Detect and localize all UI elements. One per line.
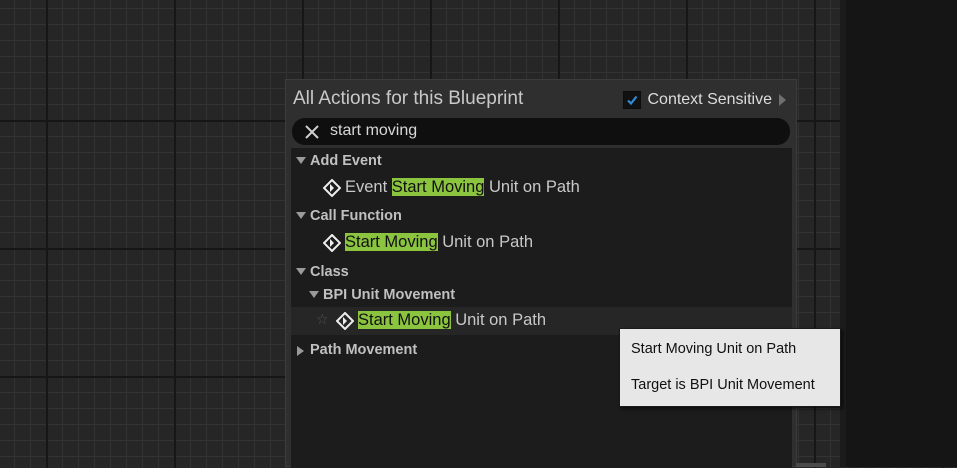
function-icon [323, 234, 341, 252]
chevron-down-icon[interactable] [296, 268, 306, 275]
function-icon [323, 179, 341, 197]
list-item-label: Event Start Moving Unit on Path [345, 178, 580, 197]
action-menu: All Actions for this Blueprint Context S… [285, 79, 797, 468]
function-icon [336, 312, 354, 330]
action-menu-header: All Actions for this Blueprint Context S… [286, 80, 796, 118]
list-item-label: Start Moving Unit on Path [345, 233, 533, 252]
category-class[interactable]: Class [291, 259, 792, 287]
action-list: Add Event Event Start Moving Unit on Pat… [291, 148, 792, 468]
search-box [292, 118, 790, 145]
context-sensitive-label: Context Sensitive [647, 91, 772, 108]
chevron-down-icon[interactable] [296, 212, 306, 219]
category-label: BPI Unit Movement [323, 287, 456, 303]
star-icon[interactable]: ☆ [316, 312, 329, 328]
context-sensitive-toggle[interactable]: Context Sensitive [623, 89, 786, 111]
search-highlight: Start Moving [391, 178, 485, 196]
label-prefix: Event [345, 178, 392, 196]
chevron-down-icon[interactable] [309, 291, 319, 298]
list-item-label: Start Moving Unit on Path [358, 311, 546, 330]
label-suffix: Unit on Path [450, 311, 547, 329]
tooltip-target: Target is BPI Unit Movement [631, 377, 815, 393]
menu-title: All Actions for this Blueprint [293, 88, 524, 109]
search-highlight: Start Moving [358, 311, 451, 329]
list-item-event-start-moving[interactable]: Event Start Moving Unit on Path [291, 174, 792, 202]
label-suffix: Unit on Path [484, 178, 580, 196]
context-sensitive-checkbox[interactable] [623, 91, 642, 109]
category-bpi-unit-movement[interactable]: BPI Unit Movement [291, 282, 792, 310]
chevron-right-icon[interactable] [297, 346, 304, 356]
label-suffix: Unit on Path [437, 233, 534, 251]
tooltip-title: Start Moving Unit on Path [631, 341, 797, 357]
category-label: Add Event [310, 153, 382, 169]
chevron-down-icon[interactable] [296, 157, 306, 164]
category-label: Class [310, 264, 349, 280]
list-item-bpi-start-moving[interactable]: ☆ Start Moving Unit on Path [291, 307, 792, 335]
category-label: Path Movement [310, 342, 418, 358]
chevron-right-icon[interactable] [779, 94, 786, 106]
category-label: Call Function [310, 208, 402, 224]
close-icon[interactable] [304, 124, 320, 140]
scrollbar-handle[interactable] [796, 463, 826, 467]
list-item-call-start-moving[interactable]: Start Moving Unit on Path [291, 229, 792, 257]
details-panel [840, 0, 957, 467]
category-path-movement[interactable]: Path Movement [291, 337, 792, 365]
category-call-function[interactable]: Call Function [291, 203, 792, 231]
tooltip: Start Moving Unit on Path Target is BPI … [619, 328, 841, 407]
check-icon [627, 95, 638, 106]
category-add-event[interactable]: Add Event [291, 148, 792, 176]
search-highlight: Start Moving [345, 233, 438, 251]
search-input[interactable] [330, 121, 770, 141]
